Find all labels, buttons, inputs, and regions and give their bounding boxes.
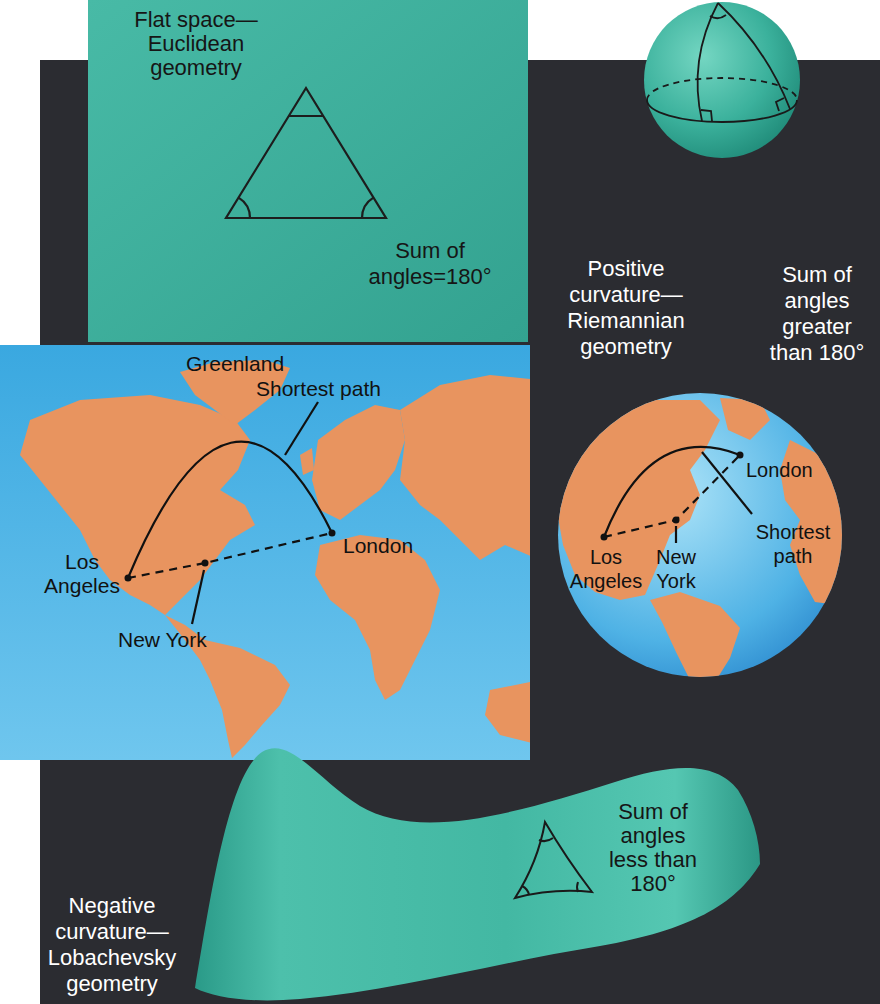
- illustration-part: [675, 526, 677, 543]
- angle-sum-note: Sum of angles greater than 180°: [765, 262, 869, 366]
- globe-city-dots: [601, 452, 744, 541]
- illustration-part: [647, 78, 797, 100]
- illustration-part: [192, 570, 204, 624]
- illustration-part: [604, 447, 740, 537]
- illustration-part: [776, 98, 784, 111]
- illustration-part: [673, 517, 680, 524]
- illustration-part: [485, 680, 530, 745]
- globe-continents: [555, 398, 848, 684]
- flat-space-panel: Flat space— Euclidean geometrySum of ang…: [88, 0, 528, 342]
- illustration-part: [522, 886, 529, 895]
- city-name: New York: [118, 628, 207, 652]
- angle-sum-note: Sum of angles=180°: [366, 238, 494, 290]
- city-dots: [125, 530, 336, 582]
- illustration-part: [125, 575, 132, 582]
- illustration-part: [312, 405, 405, 520]
- city-name: London: [746, 458, 813, 482]
- city-name: Los Angeles: [562, 545, 650, 593]
- place-name: Greenland: [186, 352, 284, 376]
- illustration-part: [577, 882, 578, 892]
- path-label: Shortest path: [256, 377, 381, 401]
- illustration-part: [702, 452, 752, 514]
- flat-triangle: [226, 88, 386, 218]
- angle-sum-note: Sum of angles less than 180°: [600, 800, 706, 896]
- illustration-part: [300, 448, 314, 475]
- illustration-part: [128, 442, 332, 578]
- globe: LondonLos AngelesNew York Shortest path: [558, 393, 842, 677]
- illustration-part: [202, 560, 209, 567]
- globe-route-lines: [604, 447, 752, 543]
- illustration-part: [285, 402, 318, 455]
- geometry-caption: Negative curvature— Lobachevsky geometry: [42, 893, 182, 997]
- illustration-part: [718, 3, 790, 109]
- illustration-part: [226, 88, 386, 218]
- illustration-part: [20, 395, 255, 615]
- illustration-part: [289, 115, 323, 117]
- illustration-part: [650, 592, 740, 684]
- path-label: Shortest path: [748, 520, 838, 568]
- city-name: New York: [648, 545, 704, 593]
- saddle-triangle: [515, 822, 592, 898]
- illustration-part: [239, 198, 250, 218]
- illustration-part: [710, 15, 726, 18]
- illustration-part: [601, 534, 608, 541]
- city-name: London: [343, 534, 413, 558]
- city-name: Los Angeles: [37, 550, 127, 598]
- saddle-surface: [195, 748, 760, 1000]
- illustration-part: [698, 3, 718, 121]
- illustration-part: [737, 452, 744, 459]
- sphere-triangle: [647, 3, 797, 122]
- continents: [20, 360, 530, 758]
- saddle-surface: Sum of angles less than 180°: [195, 738, 760, 1004]
- illustration-part: [315, 535, 440, 700]
- illustration-part: [329, 530, 336, 537]
- illustration-part: [128, 533, 332, 578]
- panel-heading: Flat space— Euclidean geometry: [118, 8, 274, 80]
- illustration-part: [515, 822, 592, 898]
- curved-sphere: [644, 2, 800, 158]
- route-lines: [128, 402, 332, 624]
- illustration-part: [362, 198, 373, 218]
- illustration-part: [720, 398, 770, 440]
- illustration-part: [400, 375, 530, 560]
- world-map: GreenlandShortest pathLos Angeles LondonN…: [0, 345, 530, 760]
- illustration-part: [539, 838, 553, 841]
- illustration-part: [701, 110, 712, 121]
- geometry-caption: Positive curvature— Riemannian geometry: [556, 256, 696, 360]
- illustration-part: [647, 100, 797, 122]
- flat-space-panel: [88, 0, 528, 342]
- illustration-part: [604, 455, 740, 537]
